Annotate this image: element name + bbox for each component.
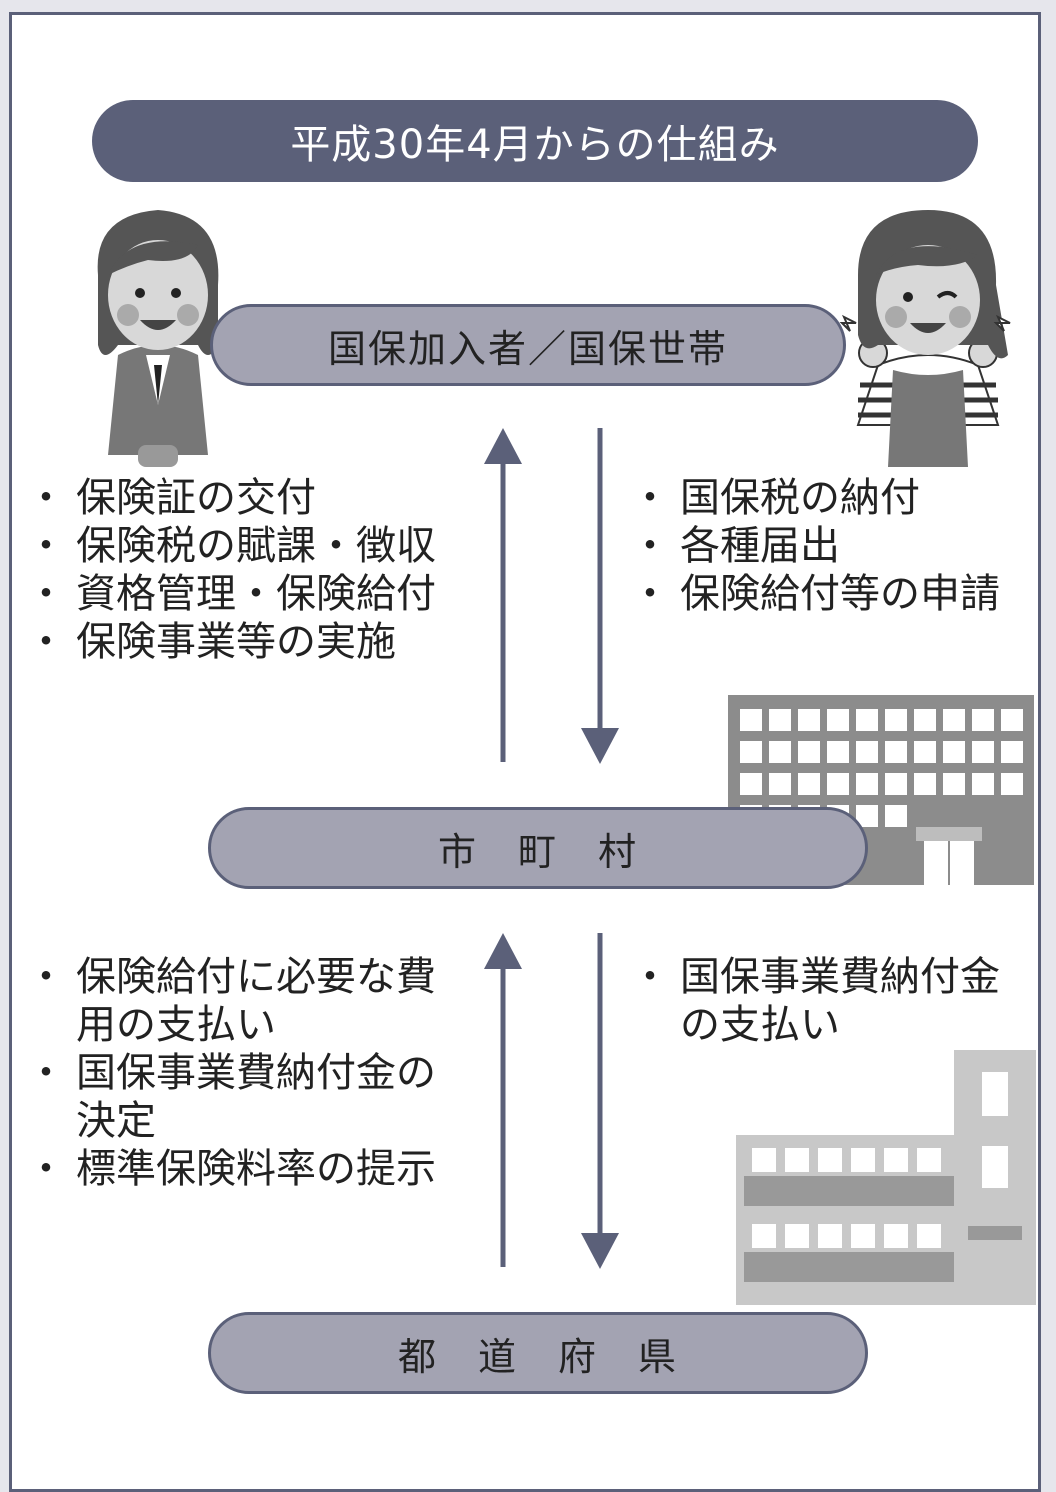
municipal-services-list: 保険証の交付 保険税の賦課・徴収 資格管理・保険給付 保険事業等の実施 bbox=[26, 474, 486, 666]
list-item: 国保税の納付 bbox=[630, 474, 1050, 522]
arrow-up-municipal-to-members bbox=[484, 428, 522, 762]
woman-in-suit-illustration bbox=[97, 210, 219, 467]
node-municipality: 市 町 村 bbox=[208, 807, 868, 889]
government-building-illustration bbox=[736, 1050, 1036, 1305]
arrow-down-members-to-municipal bbox=[581, 428, 619, 764]
arrow-up-prefecture-to-municipal bbox=[484, 933, 522, 1267]
list-item: 保険給付に必要な費用の支払い bbox=[26, 953, 466, 1049]
prefecture-services-list: 保険給付に必要な費用の支払い 国保事業費納付金の決定 標準保険料率の提示 bbox=[26, 953, 466, 1193]
list-item: 資格管理・保険給付 bbox=[26, 570, 486, 618]
arrow-down-municipal-to-prefecture bbox=[581, 933, 619, 1269]
list-item: 国保事業費納付金の決定 bbox=[26, 1049, 466, 1145]
municipal-payments-list: 国保事業費納付金の支払い bbox=[630, 953, 1030, 1049]
member-obligations-list: 国保税の納付 各種届出 保険給付等の申請 bbox=[630, 474, 1050, 618]
list-item: 国保事業費納付金の支払い bbox=[630, 953, 1030, 1049]
list-item: 保険事業等の実施 bbox=[26, 618, 486, 666]
node-insured-members: 国保加入者／国保世帯 bbox=[210, 304, 846, 386]
woman-in-apron-illustration bbox=[839, 210, 1011, 467]
node-prefecture: 都 道 府 県 bbox=[208, 1312, 868, 1394]
list-item: 保険税の賦課・徴収 bbox=[26, 522, 486, 570]
list-item: 各種届出 bbox=[630, 522, 1050, 570]
diagram-title: 平成30年4月からの仕組み bbox=[92, 100, 978, 182]
list-item: 保険給付等の申請 bbox=[630, 570, 1050, 618]
list-item: 標準保険料率の提示 bbox=[26, 1145, 466, 1193]
list-item: 保険証の交付 bbox=[26, 474, 486, 522]
